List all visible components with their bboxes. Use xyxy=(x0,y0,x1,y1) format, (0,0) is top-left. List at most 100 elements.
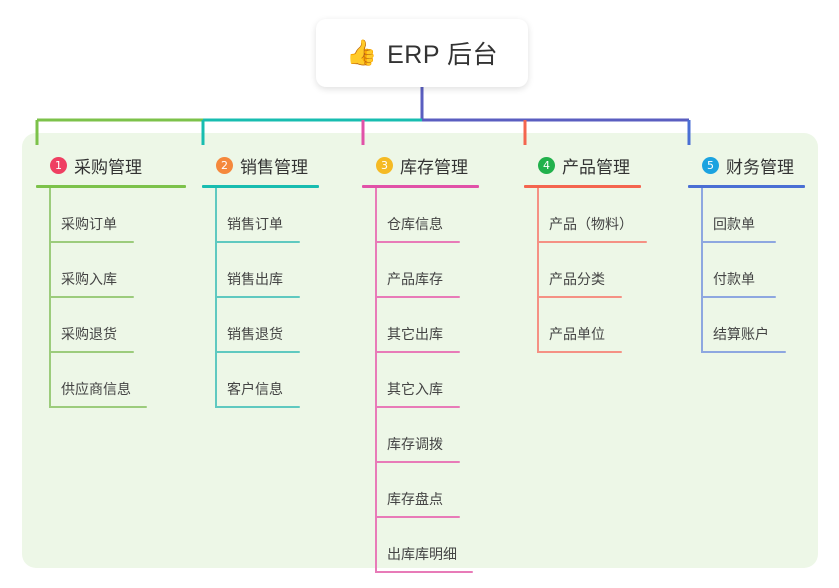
leaf-label: 回款单 xyxy=(713,216,755,232)
leaf-item[interactable]: 采购订单 xyxy=(36,188,186,243)
leaf-label: 库存盘点 xyxy=(387,491,443,507)
column-underline-1 xyxy=(36,185,186,188)
leaf-underline xyxy=(375,571,473,573)
column-badge-1: 1 xyxy=(50,156,67,174)
column-title-5: 财务管理 xyxy=(726,157,794,177)
column-title-4: 产品管理 xyxy=(562,157,630,177)
leaf-label: 销售退货 xyxy=(227,326,283,342)
leaf-label: 销售出库 xyxy=(227,271,283,287)
leaf-connector xyxy=(215,353,217,408)
leaf-underline xyxy=(375,296,460,298)
leaf-connector xyxy=(49,243,51,298)
leaf-underline xyxy=(215,296,300,298)
column-badge-3: 3 xyxy=(376,156,393,174)
root-title: ERP 后台 xyxy=(387,41,499,69)
leaf-item[interactable]: 销售订单 xyxy=(202,188,319,243)
leaf-item[interactable]: 其它出库 xyxy=(362,298,479,353)
leaf-label: 采购退货 xyxy=(61,326,117,342)
leaf-label: 供应商信息 xyxy=(61,381,131,397)
leaf-connector xyxy=(49,298,51,353)
leaf-label: 采购订单 xyxy=(61,216,117,232)
leaf-item[interactable]: 产品单位 xyxy=(524,298,641,353)
diagram-panel xyxy=(22,133,818,568)
leaf-connector xyxy=(215,243,217,298)
leaf-item[interactable]: 付款单 xyxy=(688,243,805,298)
leaf-underline xyxy=(215,351,300,353)
leaf-underline xyxy=(701,241,776,243)
leaf-item[interactable]: 其它入库 xyxy=(362,353,479,408)
leaf-underline xyxy=(701,351,786,353)
leaf-underline xyxy=(701,296,776,298)
leaf-underline xyxy=(49,241,134,243)
column-title-3: 库存管理 xyxy=(400,157,468,177)
leaf-label: 客户信息 xyxy=(227,381,283,397)
leaf-item[interactable]: 仓库信息 xyxy=(362,188,479,243)
leaf-item[interactable]: 产品（物料） xyxy=(524,188,647,243)
leaf-connector xyxy=(701,298,703,353)
leaf-label: 采购入库 xyxy=(61,271,117,287)
leaf-underline xyxy=(49,296,134,298)
leaf-connector xyxy=(375,243,377,298)
leaf-item[interactable]: 出库库明细 xyxy=(362,518,479,573)
leaf-label: 出库库明细 xyxy=(387,546,457,562)
leaf-connector xyxy=(49,353,51,408)
leaf-label: 产品（物料） xyxy=(549,216,633,232)
leaf-label: 结算账户 xyxy=(713,326,769,342)
leaf-label: 产品单位 xyxy=(549,326,605,342)
leaf-item[interactable]: 结算账户 xyxy=(688,298,805,353)
column-badge-2: 2 xyxy=(216,156,233,174)
leaf-label: 销售订单 xyxy=(227,216,283,232)
leaf-connector xyxy=(537,298,539,353)
leaf-connector xyxy=(537,243,539,298)
leaf-connector xyxy=(375,518,377,573)
leaf-item[interactable]: 回款单 xyxy=(688,188,805,243)
leaf-item[interactable]: 客户信息 xyxy=(202,353,319,408)
column-title-1: 采购管理 xyxy=(74,157,142,177)
column-title-2: 销售管理 xyxy=(240,157,308,177)
column-1: 1 采购管理采购订单采购入库采购退货供应商信息 xyxy=(36,145,186,408)
leaf-connector xyxy=(701,243,703,298)
leaf-label: 产品库存 xyxy=(387,271,443,287)
column-2: 2 销售管理销售订单销售出库销售退货客户信息 xyxy=(202,145,319,408)
leaf-underline xyxy=(375,351,460,353)
leaf-connector xyxy=(375,408,377,463)
leaf-item[interactable]: 供应商信息 xyxy=(36,353,186,408)
leaf-connector xyxy=(375,188,377,243)
leaf-item[interactable]: 库存盘点 xyxy=(362,463,479,518)
leaf-item[interactable]: 销售出库 xyxy=(202,243,319,298)
leaf-label: 仓库信息 xyxy=(387,216,443,232)
leaf-item[interactable]: 采购退货 xyxy=(36,298,186,353)
leaf-item[interactable]: 库存调拨 xyxy=(362,408,479,463)
leaf-item[interactable]: 产品分类 xyxy=(524,243,641,298)
leaf-underline xyxy=(537,241,647,243)
leaf-underline xyxy=(375,406,460,408)
leaf-connector xyxy=(537,188,539,243)
column-header-3[interactable]: 3 库存管理 xyxy=(362,145,479,185)
root-node[interactable]: 👍 ERP 后台 xyxy=(316,19,528,87)
leaf-underline xyxy=(537,351,622,353)
leaf-connector xyxy=(375,353,377,408)
leaf-label: 其它入库 xyxy=(387,381,443,397)
leaf-item[interactable]: 销售退货 xyxy=(202,298,319,353)
column-header-2[interactable]: 2 销售管理 xyxy=(202,145,319,185)
leaf-underline xyxy=(375,241,460,243)
column-underline-3 xyxy=(362,185,479,188)
leaf-connector xyxy=(375,463,377,518)
leaf-item[interactable]: 产品库存 xyxy=(362,243,479,298)
leaf-underline xyxy=(215,241,300,243)
leaf-label: 库存调拨 xyxy=(387,436,443,452)
column-header-1[interactable]: 1 采购管理 xyxy=(36,145,186,185)
leaf-item[interactable]: 采购入库 xyxy=(36,243,186,298)
leaf-underline xyxy=(49,351,134,353)
leaf-label: 付款单 xyxy=(713,271,755,287)
column-underline-5 xyxy=(688,185,805,188)
leaf-underline xyxy=(49,406,147,408)
leaf-label: 产品分类 xyxy=(549,271,605,287)
leaf-connector xyxy=(375,298,377,353)
thumbs-up-icon: 👍 xyxy=(345,38,378,67)
